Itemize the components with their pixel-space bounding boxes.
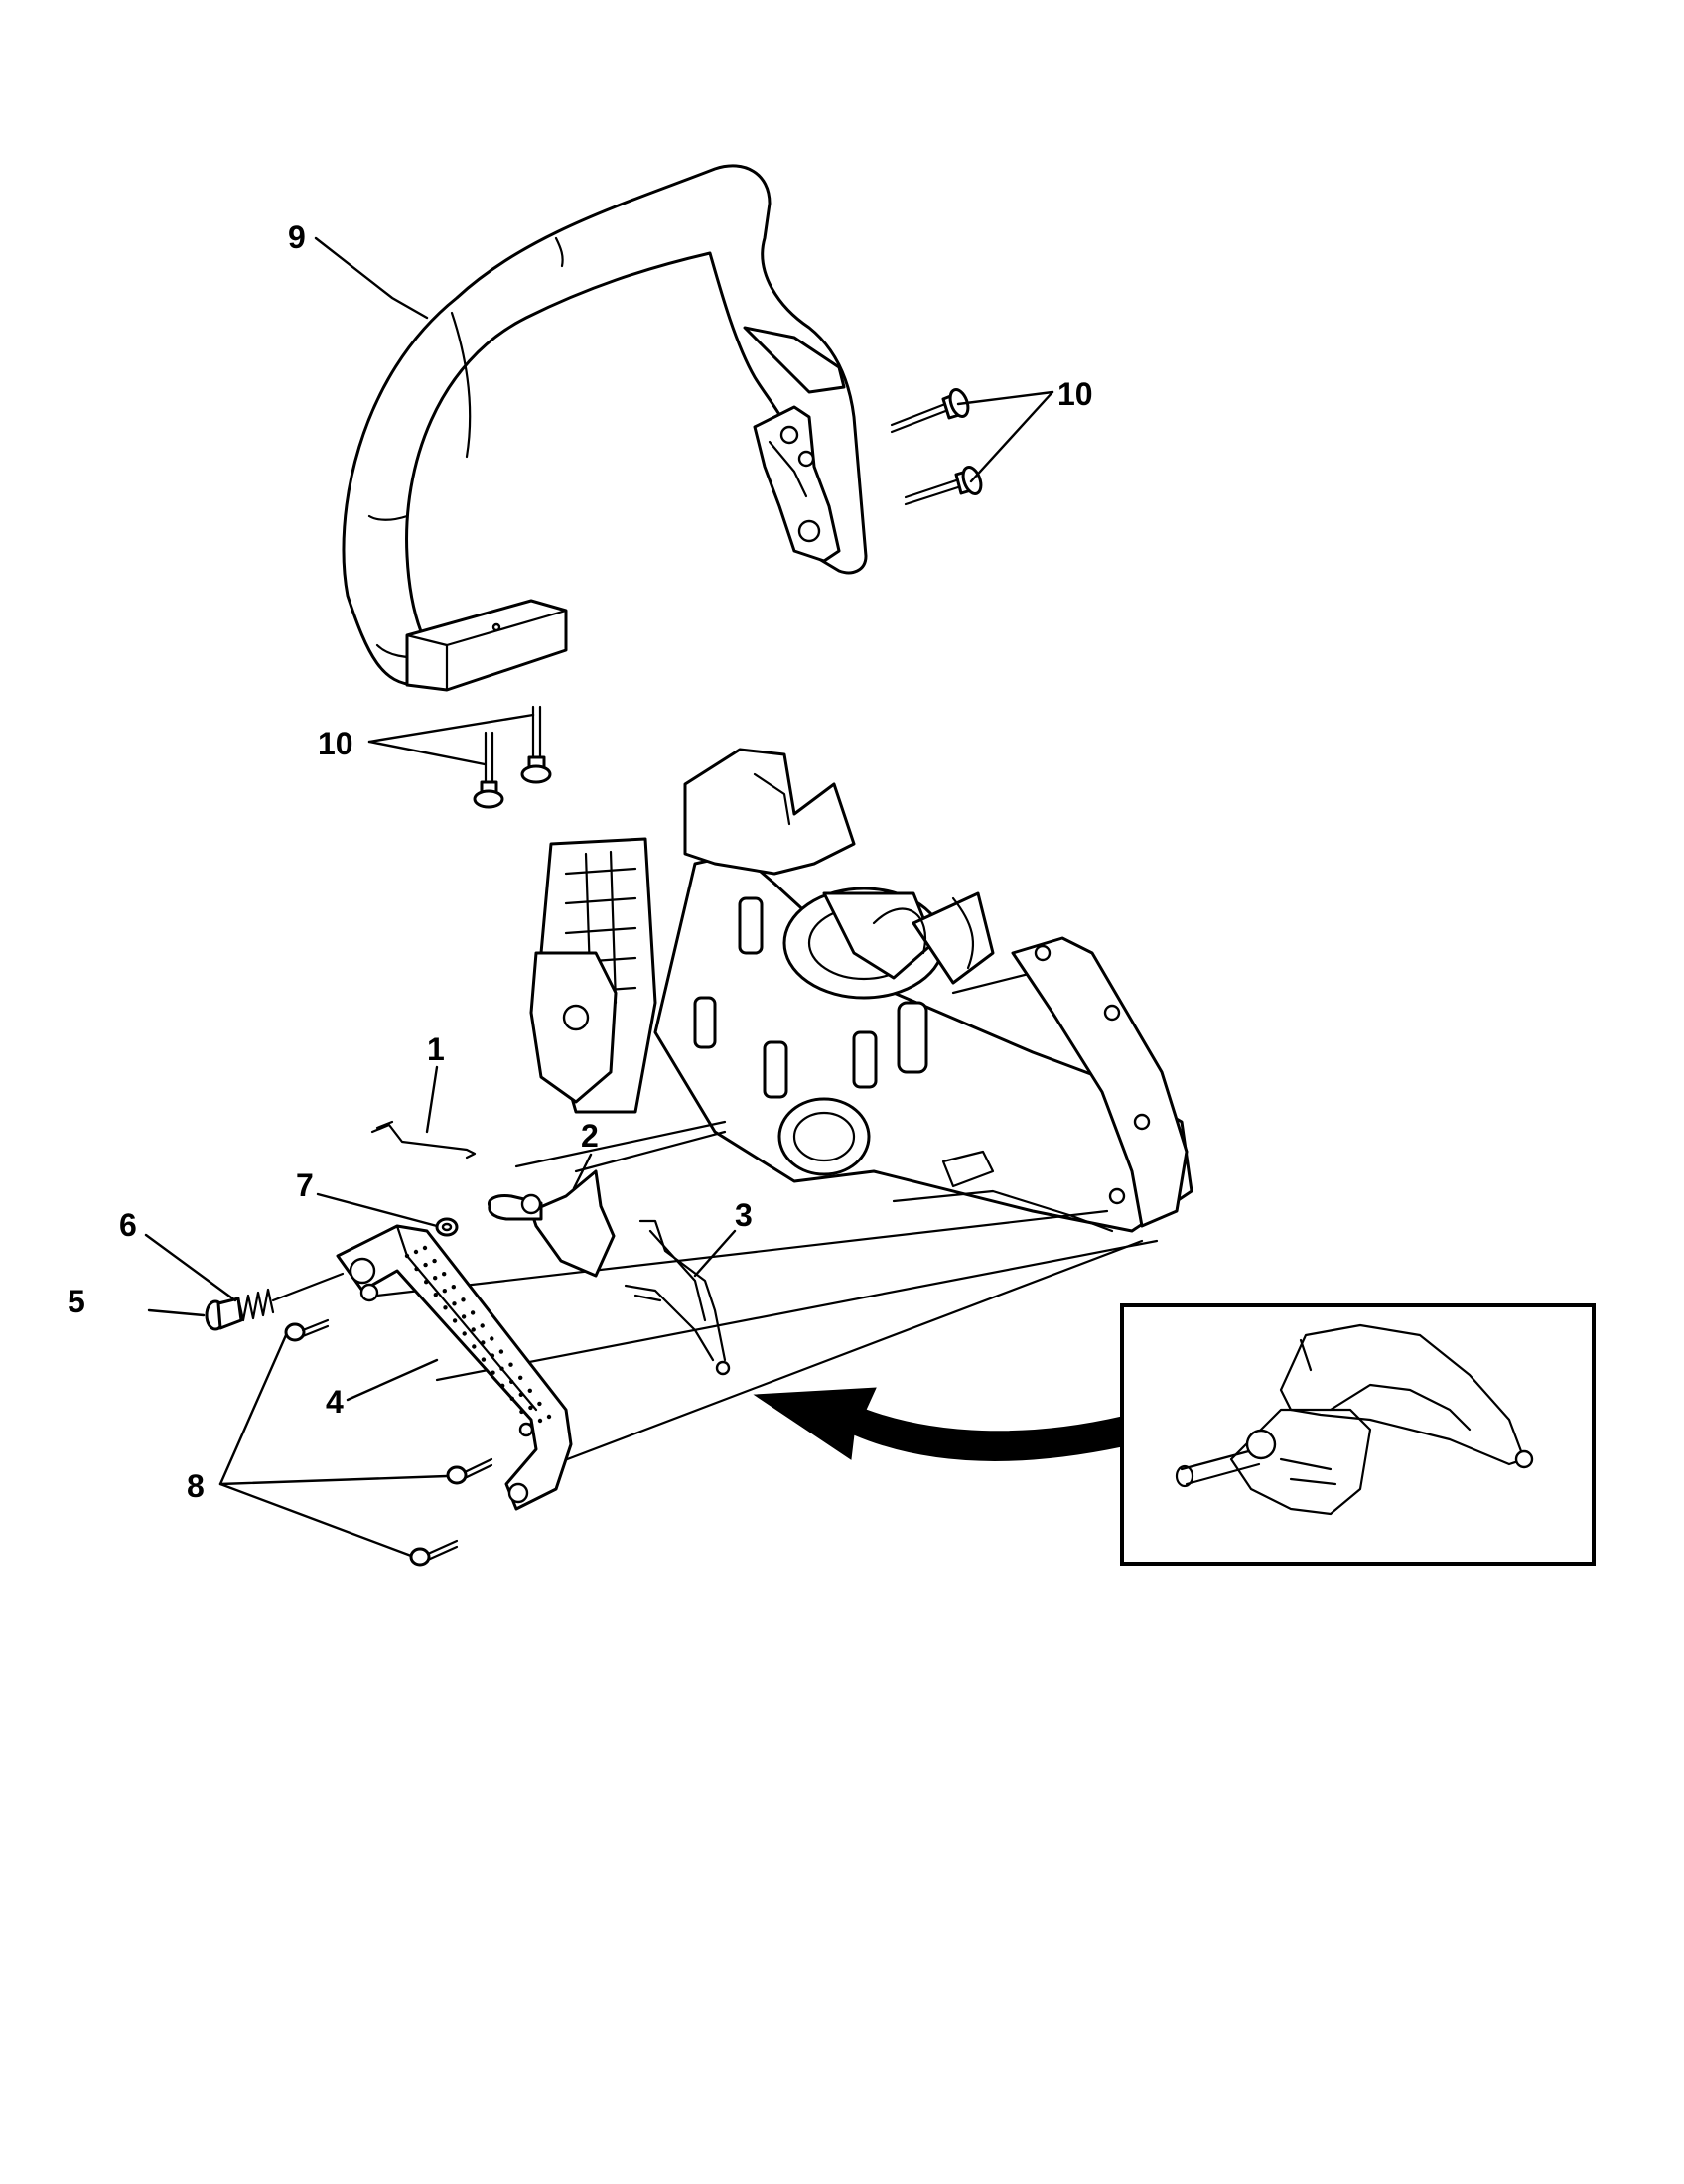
callout-8: 8: [187, 1468, 205, 1504]
detail-arrow: [753, 1387, 1123, 1461]
callout-6: 6: [119, 1207, 137, 1243]
perforation-dot: [433, 1276, 438, 1281]
perforation-dot: [470, 1310, 476, 1315]
assembly-guide-lines: [375, 1120, 1159, 1471]
callout-labels: 9 10 10 1 2 3 7 6 5 4 8: [68, 219, 1093, 1504]
mounting-bolt-lower-b: [520, 705, 552, 784]
brake-rod: [370, 1120, 477, 1160]
perforation-dot: [519, 1409, 524, 1415]
perforation-dot: [518, 1375, 523, 1381]
perforation-dot: [500, 1383, 505, 1389]
callout-4: 4: [326, 1384, 344, 1420]
perforation-pattern: [404, 1245, 552, 1428]
callout-2: 2: [581, 1118, 599, 1154]
callout-7: 7: [296, 1167, 314, 1203]
perforation-dot: [509, 1379, 514, 1385]
perforation-dot: [461, 1297, 466, 1302]
perforation-dot: [414, 1266, 419, 1272]
perforation-dot: [471, 1327, 476, 1332]
perforation-dot: [443, 1305, 448, 1310]
perforation-dot: [481, 1340, 486, 1345]
brake-spring-link: [624, 1219, 731, 1376]
perforation-dot: [472, 1344, 477, 1349]
perforation-dot: [546, 1414, 552, 1420]
callout-1: 1: [427, 1031, 445, 1067]
compression-spring: [236, 1272, 345, 1322]
callout-10-lower: 10: [318, 726, 353, 761]
perforation-dot: [461, 1314, 467, 1319]
perforation-dot: [433, 1293, 438, 1297]
perforation-dot: [518, 1392, 523, 1398]
perforation-dot: [404, 1253, 410, 1259]
perforation-dot: [528, 1405, 533, 1411]
handle-screw-a: [284, 1318, 330, 1342]
callout-5: 5: [68, 1284, 85, 1319]
perforation-dot: [422, 1245, 428, 1251]
perforation-dot: [424, 1280, 429, 1285]
perforation-dot: [452, 1318, 458, 1323]
perforation-dot: [442, 1272, 447, 1277]
perforation-dot: [490, 1336, 494, 1341]
perforation-dot: [508, 1362, 513, 1367]
mounting-bolt-upper-b: [904, 466, 983, 506]
perforation-dot: [462, 1331, 467, 1336]
perforation-dot: [537, 1401, 542, 1407]
brake-lever: [488, 1169, 616, 1278]
perforation-dot: [451, 1285, 456, 1290]
perforation-dot: [442, 1289, 447, 1294]
perforation-dot: [509, 1396, 514, 1402]
perforation-dot: [528, 1422, 534, 1428]
crankcase-housing: [529, 748, 1193, 1233]
perforation-dot: [498, 1349, 504, 1354]
callout-9: 9: [288, 219, 306, 255]
mounting-bolt-upper-a: [890, 388, 970, 434]
front-handle-bar: [342, 164, 868, 692]
perforation-dot: [423, 1262, 428, 1268]
chain-brake-handle: [336, 1224, 573, 1511]
perforation-dot: [413, 1249, 419, 1255]
perforation-dot: [537, 1418, 543, 1424]
perforation-dot: [480, 1323, 485, 1328]
perforation-dot: [490, 1353, 495, 1358]
washer: [435, 1217, 459, 1237]
pivot-screw: [205, 1297, 243, 1331]
leader-lines: [144, 236, 1054, 1558]
perforation-dot: [432, 1258, 437, 1264]
perforation-dot: [452, 1301, 457, 1306]
handle-screw-b: [446, 1457, 493, 1485]
perforation-dot: [499, 1366, 504, 1371]
callout-3: 3: [735, 1197, 753, 1233]
handle-screw-c: [409, 1539, 459, 1567]
callout-10-upper: 10: [1057, 376, 1093, 412]
detail-inset: [1120, 1303, 1596, 1566]
perforation-dot: [491, 1370, 495, 1375]
perforation-dot: [527, 1388, 532, 1394]
mounting-bolt-lower-a: [473, 731, 504, 809]
perforation-dot: [481, 1357, 487, 1362]
